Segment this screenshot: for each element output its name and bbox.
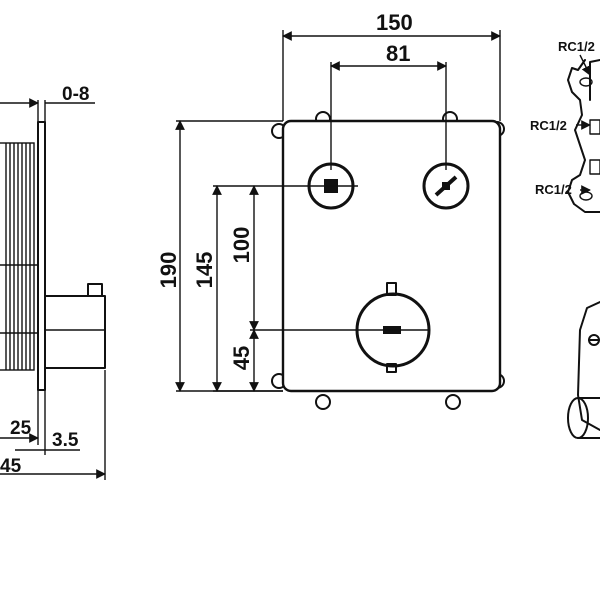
side-spindle-stem [87,283,103,297]
port-low-label: RC1/2 [535,182,572,197]
dim-3-5: 3.5 [15,390,80,455]
front-view: 150 81 190 145 100 4 [156,10,505,410]
dim-145-label: 145 [192,252,217,289]
dim-0-8-label: 0-8 [62,84,89,105]
dim-150-label: 150 [376,10,413,35]
dim-45-depth-label: 45 [0,456,22,477]
dim-81: 81 [330,41,447,170]
dim-100: 100 [229,185,259,331]
side-wall-plate [37,121,46,391]
handle-lever [577,301,600,431]
dim-25-label: 25 [10,418,32,439]
port-body [567,59,600,213]
dim-45-height-label: 45 [229,346,254,370]
side-threaded-body [0,142,38,371]
handle-knob [567,397,589,439]
handle-view [567,301,600,439]
dim-190-label: 190 [156,252,181,289]
port-view: RC1/2 RC1/2 RC1/2 [530,39,600,213]
dim-3-5-label: 3.5 [52,430,79,451]
port-mid-label: RC1/2 [530,118,567,133]
port-low-callout: RC1/2 [535,182,591,197]
port-top-callout: RC1/2 [558,39,595,76]
dim-25: 25 [0,390,39,445]
side-spindle-block [44,295,106,369]
dim-150: 150 [282,10,501,121]
dim-145: 145 [192,185,283,392]
dim-81-label: 81 [386,41,410,66]
dim-190: 190 [156,120,283,392]
front-plate [281,119,502,393]
dim-100-label: 100 [229,227,254,264]
dim-45-depth: 45 [0,370,106,480]
port-top-label: RC1/2 [558,39,595,54]
port-mid-callout: RC1/2 [530,118,591,133]
dim-0-8: 0-8 [0,84,95,122]
side-view: 0-8 25 3.5 45 [0,84,106,480]
dim-45-height: 45 [229,329,259,392]
